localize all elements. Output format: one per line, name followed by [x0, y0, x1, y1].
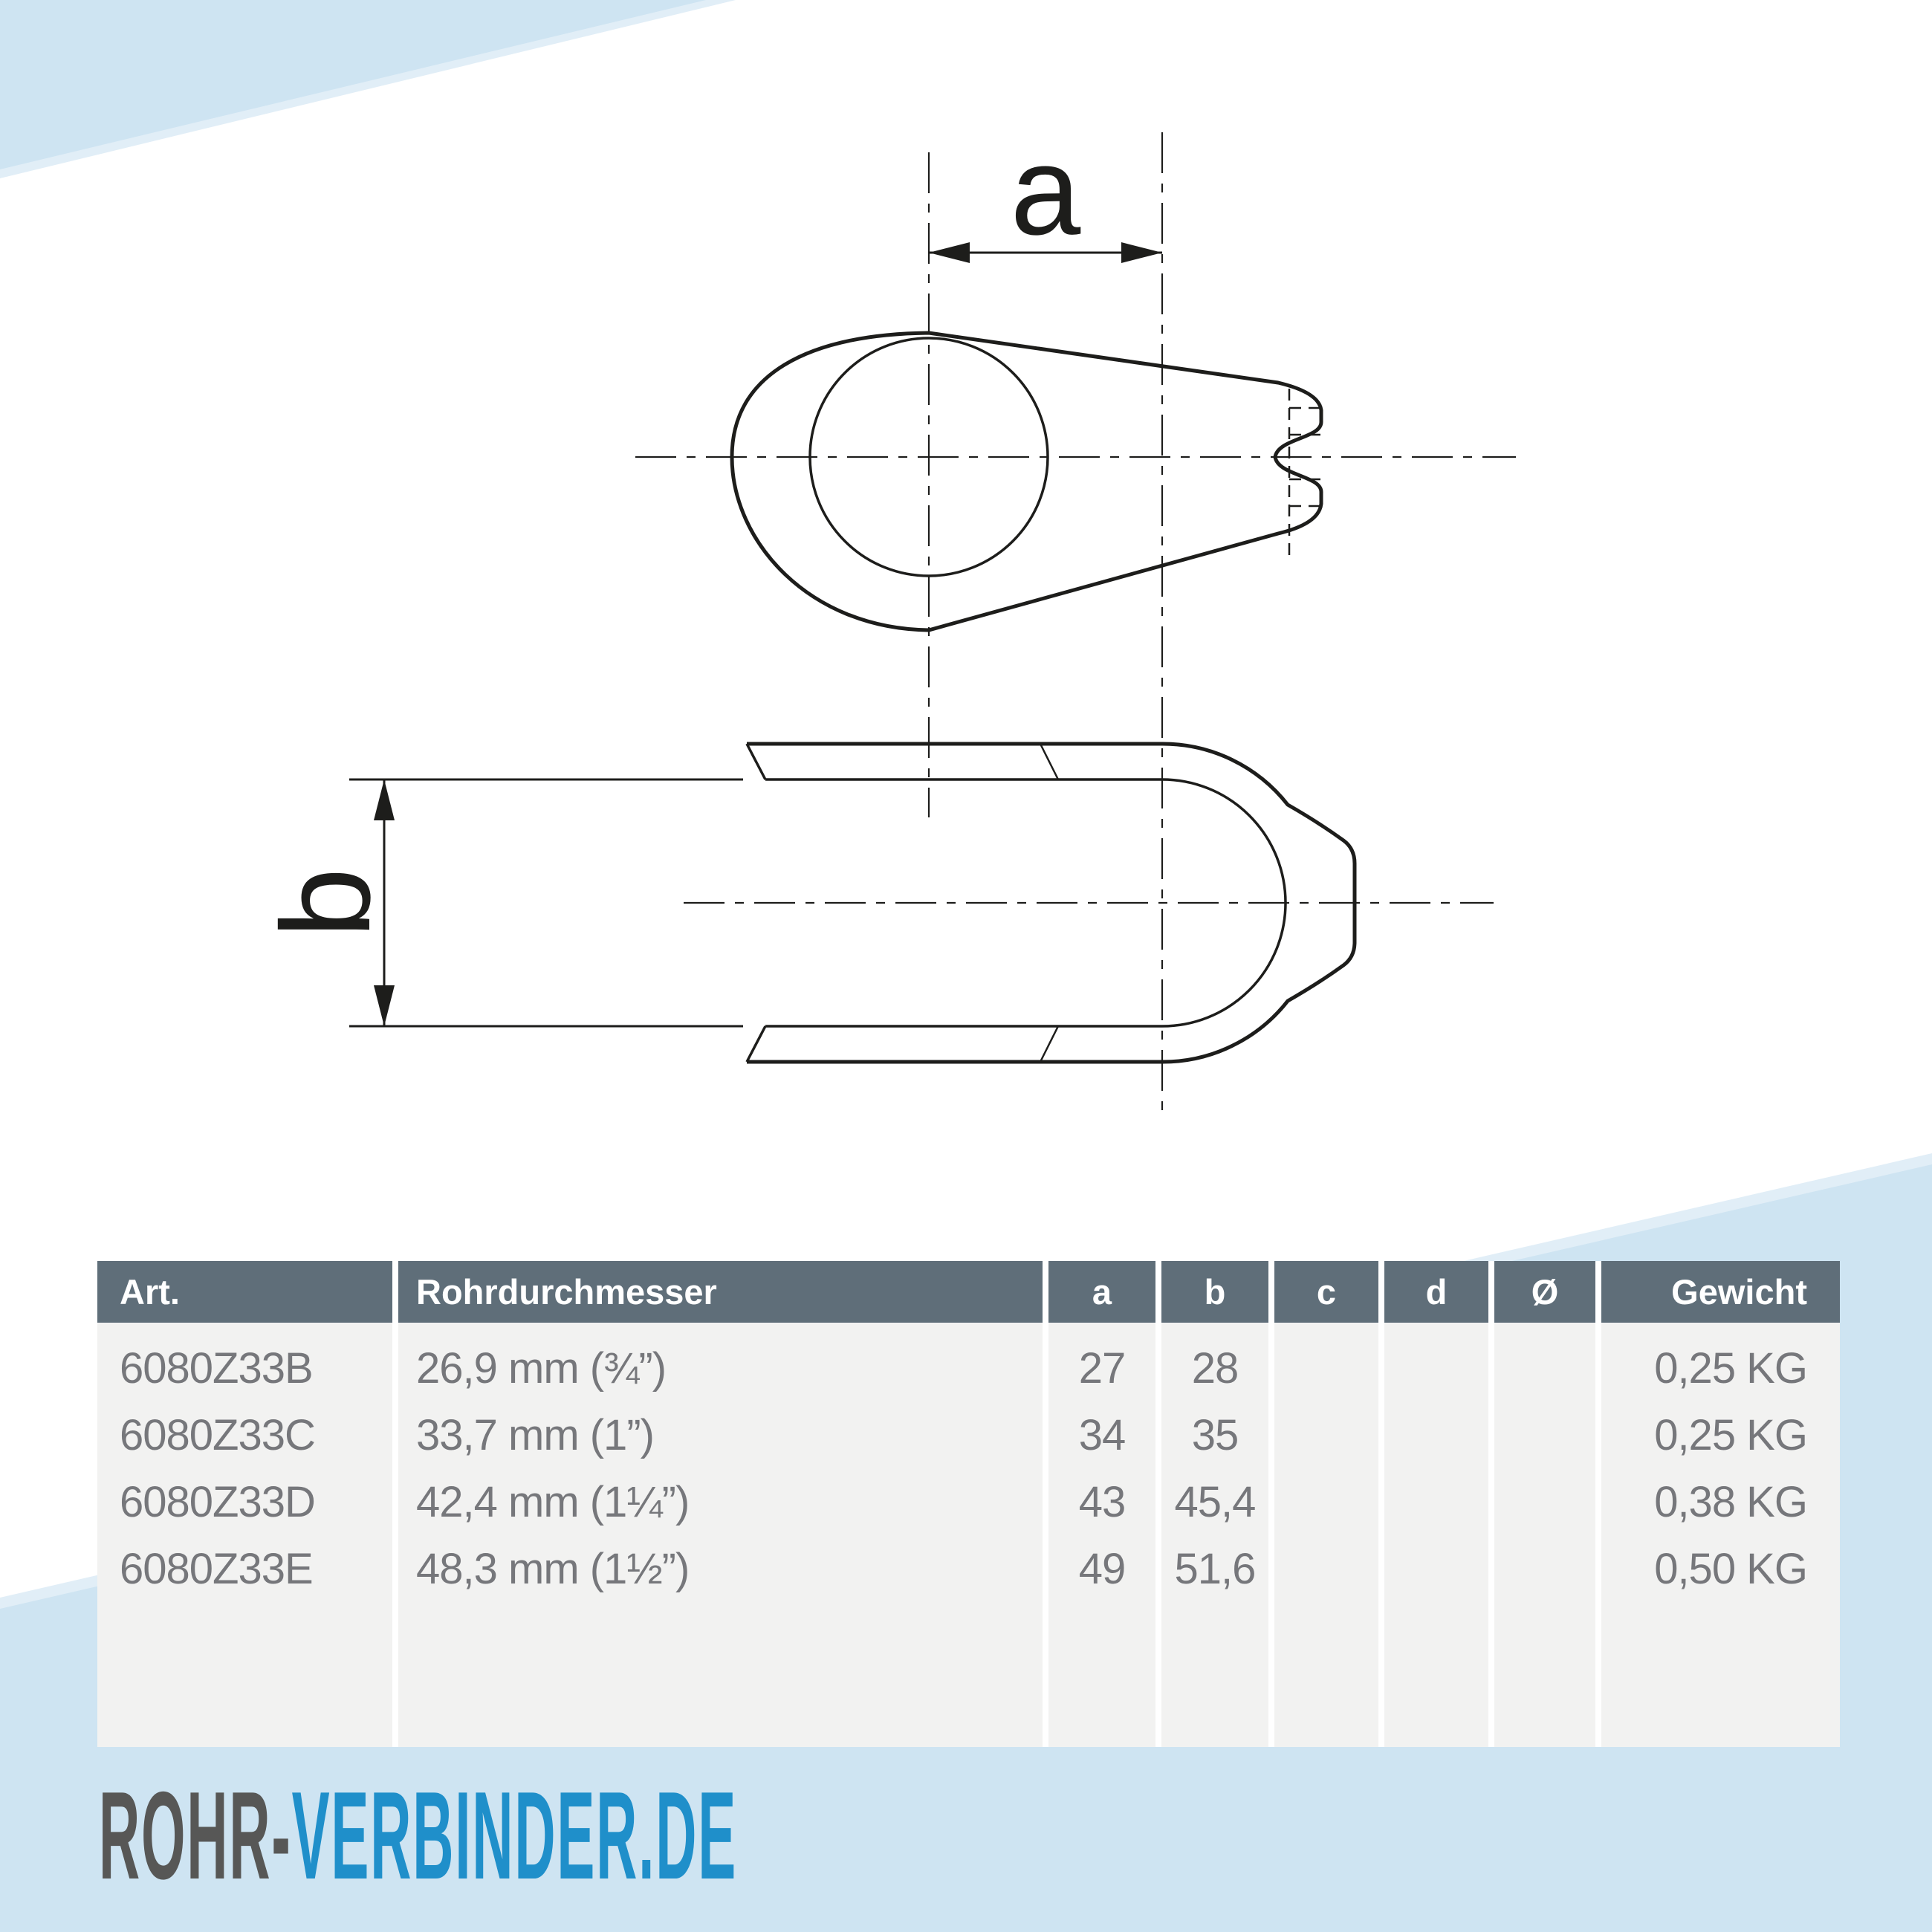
arrowhead-down-icon — [374, 985, 395, 1026]
cell-b: 35 — [1161, 1401, 1268, 1468]
cell-b: 45,4 — [1161, 1468, 1268, 1535]
cell-oe — [1494, 1401, 1595, 1468]
cell-b: 28 — [1161, 1335, 1268, 1401]
cell-d — [1384, 1468, 1488, 1535]
spacer-cell — [97, 1323, 392, 1335]
top-view: a — [635, 120, 1516, 1118]
top-view-outline — [730, 331, 1323, 632]
col-header-rohrdurchmesser: Rohrdurchmesser — [398, 1261, 1043, 1323]
bottom-view: b — [256, 742, 1494, 1064]
cell-oe — [1494, 1335, 1595, 1401]
arrowhead-left-icon — [929, 242, 970, 263]
col-header-b: b — [1161, 1261, 1268, 1323]
spec-table: Art. Rohrdurchmesser a b c d Ø Gewicht 6… — [97, 1261, 1840, 1747]
cell-rohr: 48,3 mm (1½”) — [398, 1535, 1043, 1602]
upper-prong — [745, 742, 1162, 781]
cell-art: 6080Z33D — [97, 1468, 392, 1535]
cell-c — [1274, 1468, 1378, 1535]
col-header-diameter: Ø — [1494, 1261, 1595, 1323]
logo: ROHR-VERBINDER.DE — [99, 1773, 737, 1898]
cell-c — [1274, 1335, 1378, 1401]
cell-art: 6080Z33C — [97, 1401, 392, 1468]
logo-text-verbinder: VERBINDER.DE — [291, 1766, 738, 1905]
col-header-a: a — [1048, 1261, 1155, 1323]
col-header-d: d — [1384, 1261, 1488, 1323]
cell-gewicht: 0,38 KG — [1601, 1468, 1840, 1535]
cell-b: 51,6 — [1161, 1535, 1268, 1602]
cell-rohr: 33,7 mm (1”) — [398, 1401, 1043, 1468]
cell-d — [1384, 1535, 1488, 1602]
decor-triangle-top-left — [0, 0, 706, 169]
cell-c — [1274, 1401, 1378, 1468]
col-header-c: c — [1274, 1261, 1378, 1323]
cell-c — [1274, 1535, 1378, 1602]
logo-text-rohr: ROHR- — [99, 1766, 292, 1905]
cell-a: 43 — [1048, 1468, 1155, 1535]
dimension-a: a — [929, 120, 1162, 263]
cell-art: 6080Z33E — [97, 1535, 392, 1602]
dim-a-label: a — [1011, 120, 1081, 262]
cell-a: 49 — [1048, 1535, 1155, 1602]
lower-prong — [745, 1025, 1162, 1064]
dim-b-label: b — [256, 868, 397, 939]
cell-gewicht: 0,25 KG — [1601, 1401, 1840, 1468]
cell-d — [1384, 1335, 1488, 1401]
cell-gewicht: 0,25 KG — [1601, 1335, 1840, 1401]
cell-a: 27 — [1048, 1335, 1155, 1401]
cell-oe — [1494, 1535, 1595, 1602]
col-header-art: Art. — [97, 1261, 392, 1323]
cell-rohr: 42,4 mm (1¼”) — [398, 1468, 1043, 1535]
cell-gewicht: 0,50 KG — [1601, 1535, 1840, 1602]
cell-oe — [1494, 1468, 1595, 1535]
col-header-gewicht: Gewicht — [1601, 1261, 1840, 1323]
arrowhead-up-icon — [374, 779, 395, 820]
filler-cell — [97, 1602, 392, 1747]
hidden-socket-lines — [1288, 389, 1321, 560]
dimension-b: b — [256, 778, 743, 1028]
cell-art: 6080Z33B — [97, 1335, 392, 1401]
arrowhead-right-icon — [1121, 242, 1162, 263]
cell-a: 34 — [1048, 1401, 1155, 1468]
cell-rohr: 26,9 mm (¾”) — [398, 1335, 1043, 1401]
cell-d — [1384, 1401, 1488, 1468]
